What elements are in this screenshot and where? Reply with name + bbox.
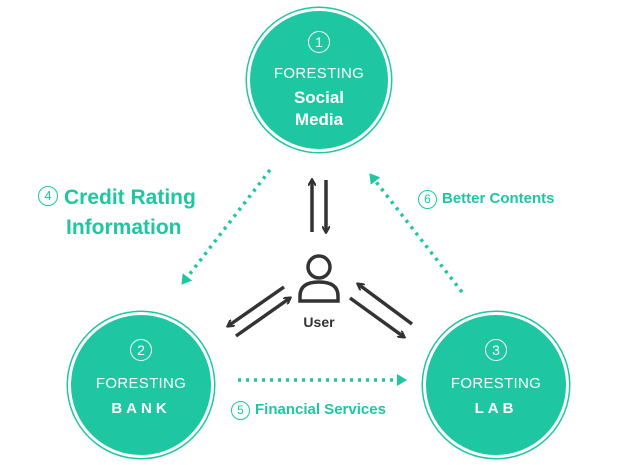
node-foresting-social-media: 1 FORESTING Social Media <box>247 8 391 152</box>
arrow-user-to-lab <box>348 296 404 337</box>
flow-number-badge: 4 <box>38 186 58 207</box>
flow-arrow-credit-rating <box>180 168 272 286</box>
node-title-line2: Media <box>294 110 344 129</box>
user-label: User <box>303 314 335 330</box>
flow-label-credit-rating: 4 Credit Rating Information <box>38 183 196 243</box>
node-title: BANK <box>111 400 171 417</box>
user-icon <box>298 254 340 303</box>
flow-label-text: Better Contents <box>442 190 555 207</box>
flow-label-text: Financial Services <box>255 401 386 418</box>
node-brand-label: FORESTING <box>450 375 542 392</box>
arrow-user-to-bank <box>228 285 286 326</box>
node-number-badge: 2 <box>130 339 152 361</box>
node-foresting-lab: 3 FORESTING LAB <box>423 312 569 458</box>
arrow-lab-to-user <box>358 284 414 326</box>
node-title: Social Media <box>250 87 388 131</box>
flow-label-financial-services: 5 Financial Services <box>231 399 386 421</box>
node-number-badge: 3 <box>485 339 507 361</box>
flow-number-badge: 5 <box>231 400 250 420</box>
flow-arrow-better-contents <box>368 172 464 294</box>
flow-label-line2: Information <box>66 216 182 239</box>
arrow-bank-to-user <box>234 298 290 338</box>
node-brand-label: FORESTING <box>95 375 187 392</box>
node-foresting-bank: 2 FORESTING BANK <box>68 312 214 458</box>
node-number-badge: 1 <box>308 31 330 53</box>
node-title: LAB <box>474 400 518 417</box>
flow-number-badge: 6 <box>418 189 437 209</box>
node-title-line1: Social <box>293 88 345 107</box>
node-brand-label: FORESTING <box>273 65 365 82</box>
flow-label-better-contents: 6 Better Contents <box>418 188 555 210</box>
flow-label-line1: Credit Rating <box>64 186 196 209</box>
